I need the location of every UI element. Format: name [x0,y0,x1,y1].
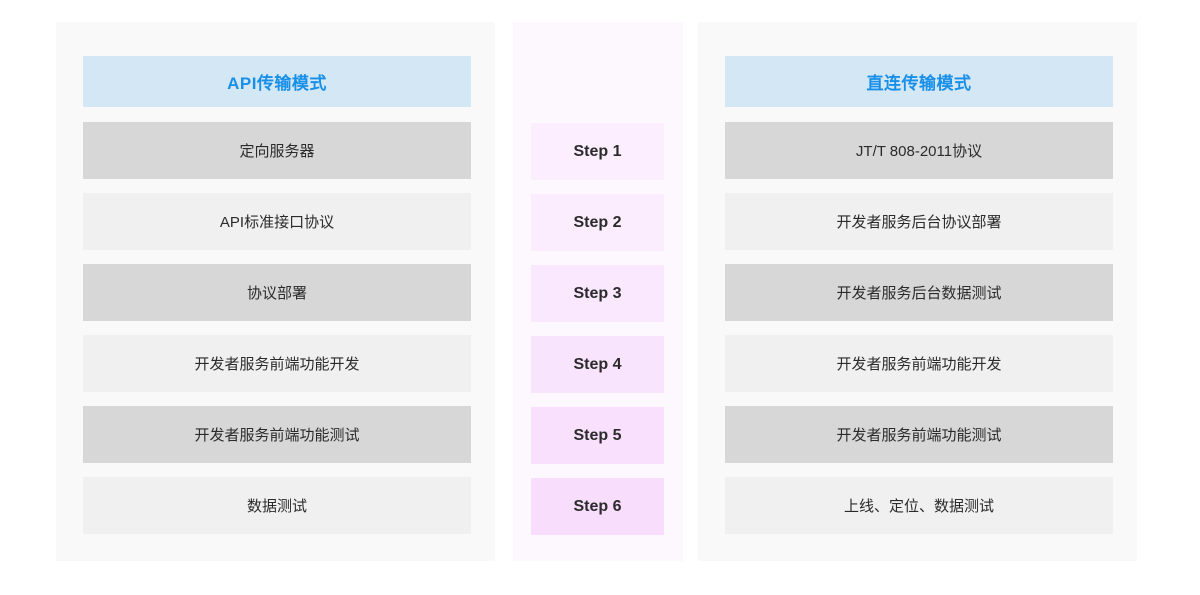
step-item: Step 6 [531,478,664,535]
table-row: 开发者服务后台数据测试 [725,264,1113,321]
table-row: 协议部署 [83,264,471,321]
steps-list: Step 1 Step 2 Step 3 Step 4 Step 5 Step … [531,123,664,549]
step-item: Step 5 [531,407,664,464]
table-row: 开发者服务后台协议部署 [725,193,1113,250]
right-column-panel: 直连传输模式 JT/T 808-2011协议 开发者服务后台协议部署 开发者服务… [698,22,1137,561]
left-column-header: API传输模式 [83,56,471,107]
table-row: 上线、定位、数据测试 [725,477,1113,534]
table-row: 开发者服务前端功能开发 [83,335,471,392]
table-row: 数据测试 [83,477,471,534]
table-row: 开发者服务前端功能测试 [725,406,1113,463]
step-item: Step 2 [531,194,664,251]
table-row: API标准接口协议 [83,193,471,250]
step-item: Step 4 [531,336,664,393]
table-row: 开发者服务前端功能测试 [83,406,471,463]
table-row: 开发者服务前端功能开发 [725,335,1113,392]
table-row: 定向服务器 [83,122,471,179]
left-column-row-list: 定向服务器 API标准接口协议 协议部署 开发者服务前端功能开发 开发者服务前端… [83,122,471,548]
step-item: Step 1 [531,123,664,180]
right-column-row-list: JT/T 808-2011协议 开发者服务后台协议部署 开发者服务后台数据测试 … [725,122,1113,548]
step-item: Step 3 [531,265,664,322]
table-row: JT/T 808-2011协议 [725,122,1113,179]
right-column-header: 直连传输模式 [725,56,1113,107]
left-column-panel: API传输模式 定向服务器 API标准接口协议 协议部署 开发者服务前端功能开发… [56,22,495,561]
steps-column-panel: Step 1 Step 2 Step 3 Step 4 Step 5 Step … [513,22,683,561]
